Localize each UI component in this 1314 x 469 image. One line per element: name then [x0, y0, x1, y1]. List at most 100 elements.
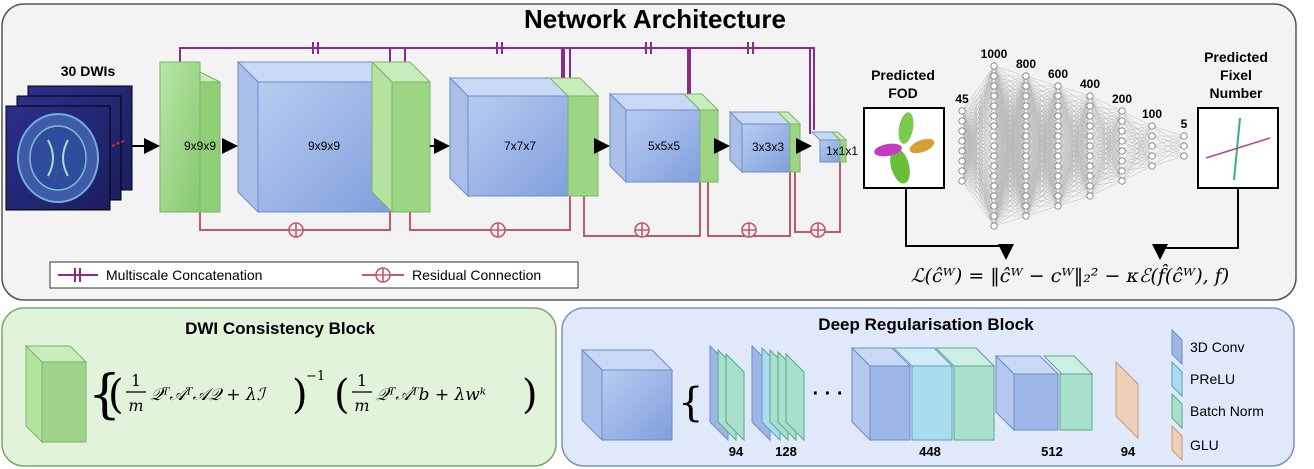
- mlp-node: [958, 107, 966, 115]
- mlp-connection: [993, 65, 1027, 77]
- mlp-node: [1148, 162, 1156, 170]
- glu-slab: [1115, 360, 1139, 440]
- mlp-connection: [993, 75, 1027, 167]
- mlp-node: [1022, 72, 1030, 80]
- block-2-label: 9x9x9: [308, 139, 340, 153]
- mlp-connection: [961, 65, 995, 182]
- mlp-connection: [993, 185, 1027, 227]
- slab-group-94: [709, 344, 745, 442]
- mlp-connection: [993, 75, 1027, 87]
- mlp-connection: [1121, 120, 1153, 127]
- mlp-node: [1054, 142, 1062, 150]
- mlp-connection: [993, 75, 1027, 187]
- mlp-connection: [1089, 150, 1123, 197]
- mlp-layer-size: 800: [1016, 57, 1036, 71]
- mlp-connection: [1057, 125, 1091, 207]
- mlp-connection: [1151, 135, 1185, 157]
- slab-group-128: [751, 344, 805, 442]
- mlp-connection: [961, 180, 995, 217]
- mlp-connection: [1025, 105, 1059, 217]
- count-94-a: 94: [729, 444, 744, 459]
- mlp-connection: [993, 75, 1027, 157]
- mlp-connection: [993, 75, 1027, 177]
- mlp-connection: [1025, 85, 1059, 157]
- fod-image: [863, 107, 945, 189]
- svg-text:): ): [292, 372, 308, 418]
- mlp-connection: [1089, 120, 1123, 197]
- block-6: 1x1x1: [810, 131, 858, 163]
- concat-ticks: [312, 42, 754, 54]
- mlp-connection: [961, 75, 995, 182]
- mlp-node: [1118, 107, 1126, 115]
- mlp-connection: [1121, 165, 1153, 182]
- mlp-connection: [1089, 105, 1123, 112]
- reg-brace: {: [678, 380, 703, 426]
- dwi-image-stack: [5, 85, 133, 211]
- mlp-connection: [993, 135, 1027, 227]
- mlp-node: [958, 147, 966, 155]
- mlp-connection: [1057, 95, 1091, 177]
- mlp-connection: [1121, 125, 1153, 182]
- mlp-node: [1086, 102, 1094, 110]
- loss-formula: ℒ(ĉᵂ) = ‖ĉᵂ − cᵂ‖₂² − κℰ(f̂(ĉᵂ), f): [911, 264, 1229, 287]
- mlp-layer-size: 45: [955, 92, 969, 106]
- mlp-connection: [1025, 75, 1059, 87]
- mlp-layer-size: 200: [1112, 92, 1132, 106]
- mlp-connection: [1089, 110, 1123, 157]
- mlp-connection: [961, 145, 995, 182]
- mlp-node: [990, 62, 998, 70]
- mlp-node: [1086, 162, 1094, 170]
- mlp-connection: [1025, 85, 1059, 127]
- block-4-label: 5x5x5: [648, 139, 680, 153]
- mlp-node: [990, 202, 998, 210]
- mlp-connection: [961, 65, 995, 142]
- mlp-node: [1022, 172, 1030, 180]
- mlp-node: [1086, 152, 1094, 160]
- mlp-node: [1054, 132, 1062, 140]
- mlp-connection: [993, 175, 1027, 227]
- block-5: 3x3x3: [728, 110, 802, 174]
- formula-brace: {: [88, 365, 121, 425]
- mlp-connection: [1025, 85, 1059, 187]
- fixel-label-1: Predicted: [1204, 49, 1268, 65]
- mlp-connection: [1057, 95, 1091, 147]
- mlp-connection: [1025, 175, 1059, 217]
- mlp-node: [990, 212, 998, 220]
- mlp-node: [1180, 132, 1188, 140]
- mlp-connection: [1151, 135, 1185, 147]
- mlp-node: [1086, 142, 1094, 150]
- mlp-connection: [1121, 110, 1153, 127]
- mlp-connection: [1121, 125, 1153, 132]
- mlp-connection: [1057, 105, 1091, 207]
- mlp-connection: [1025, 85, 1059, 207]
- mlp-node: [1148, 142, 1156, 150]
- mlp-connection: [1089, 140, 1123, 197]
- mlp-node: [990, 172, 998, 180]
- mlp-node: [990, 142, 998, 150]
- mlp-node: [1118, 127, 1126, 135]
- mlp-node: [1054, 122, 1062, 130]
- legend-residual-label: Residual Connection: [412, 267, 541, 283]
- mlp-node: [1054, 82, 1062, 90]
- mlp-node: [990, 92, 998, 100]
- mlp-connection: [993, 75, 1027, 207]
- mlp-connection: [1089, 95, 1123, 112]
- mlp-connection: [993, 75, 1027, 227]
- mlp-connection: [1121, 125, 1153, 152]
- formula-frac-num-2: 1: [357, 371, 367, 390]
- mlp-connection: [1089, 110, 1123, 197]
- mlp-node: [1054, 112, 1062, 120]
- dwi-green-block: [24, 344, 88, 444]
- cube-group-512: [994, 354, 1094, 432]
- block-1: 9x9x9: [159, 61, 221, 213]
- reg-input-cube: [580, 348, 674, 442]
- input-label: 30 DWIs: [61, 63, 116, 79]
- mlp-connection: [993, 165, 1027, 227]
- mlp-connection: [961, 180, 995, 187]
- mlp-connection: [961, 165, 995, 182]
- mlp-node: [1118, 157, 1126, 165]
- mlp-layer-size: 400: [1080, 77, 1100, 91]
- mlp-node: [1022, 182, 1030, 190]
- mlp-connection: [1089, 110, 1123, 117]
